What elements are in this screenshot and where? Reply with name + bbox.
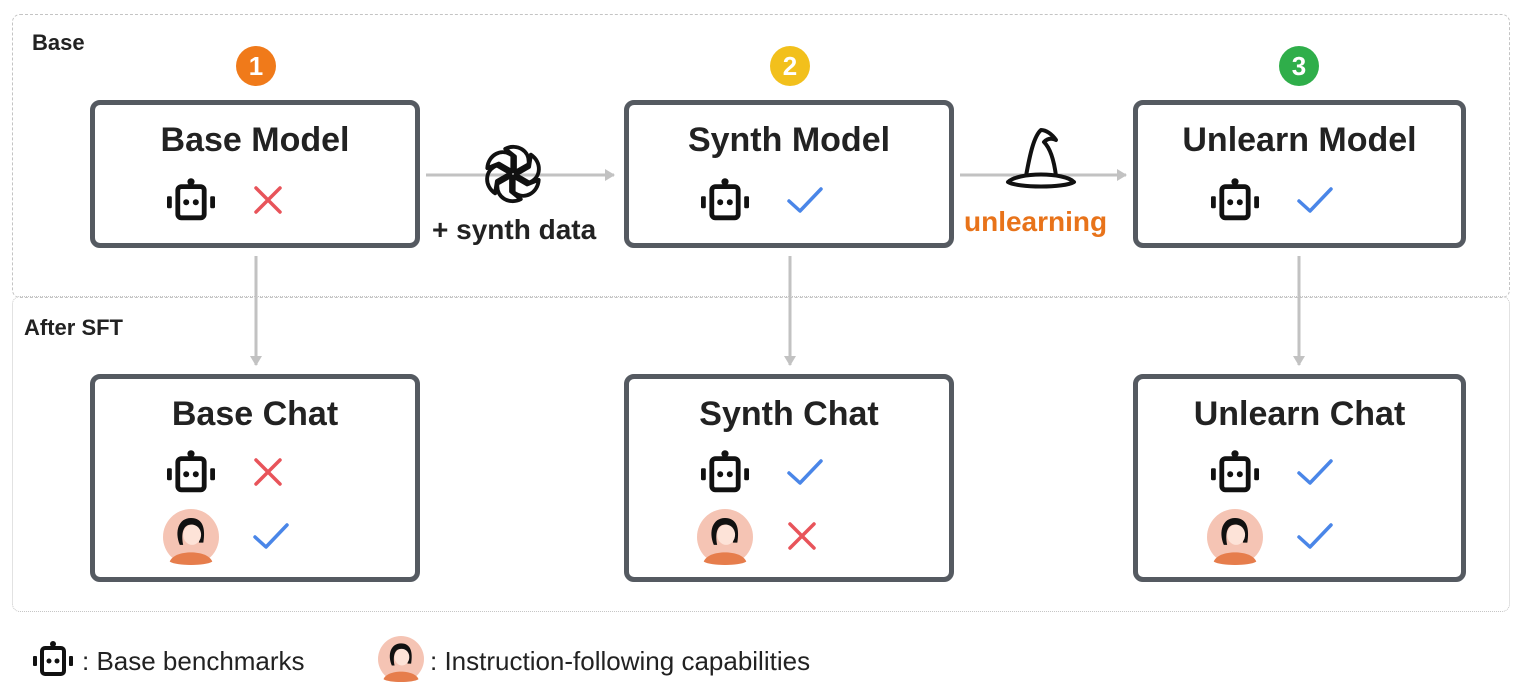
check-icon xyxy=(785,455,825,494)
robot-icon xyxy=(697,449,753,502)
step-badge-1: 1 xyxy=(236,46,276,86)
synth-chat-box: Synth Chat xyxy=(624,374,954,582)
check-icon xyxy=(1295,183,1335,222)
after-sft-region-label: After SFT xyxy=(24,315,123,340)
cross-icon xyxy=(785,519,819,558)
robot-icon xyxy=(163,449,219,502)
wizard-hat-icon xyxy=(1006,128,1076,189)
robot-icon xyxy=(1207,177,1263,230)
legend-person-text: : Instruction-following capabilities xyxy=(430,646,811,676)
legend-robot-text: : Base benchmarks xyxy=(82,646,305,676)
person-icon xyxy=(163,509,219,570)
robot-icon xyxy=(1207,449,1263,502)
box-title: Synth Model xyxy=(687,121,891,159)
base-region-label: Base xyxy=(32,30,85,55)
box-title: Unlearn Chat xyxy=(1193,395,1406,433)
base-region xyxy=(12,14,1510,298)
person-icon xyxy=(697,509,753,570)
box-title: Unlearn Model xyxy=(1182,121,1417,159)
legend-robot-icon xyxy=(33,641,73,676)
check-icon xyxy=(785,183,825,222)
base-model-box: Base Model xyxy=(90,100,420,248)
robot-icon xyxy=(163,177,219,230)
synth-data-label: + synth data xyxy=(432,214,597,245)
step-badge-2: 2 xyxy=(770,46,810,86)
cross-icon xyxy=(251,183,285,222)
after-sft-region xyxy=(12,296,1510,612)
unlearning-label: unlearning xyxy=(964,206,1108,237)
box-title: Synth Chat xyxy=(699,395,879,433)
unlearn-chat-box: Unlearn Chat xyxy=(1133,374,1466,582)
robot-icon xyxy=(697,177,753,230)
check-icon xyxy=(251,519,291,558)
person-icon xyxy=(1207,509,1263,570)
check-icon xyxy=(1295,519,1335,558)
check-icon xyxy=(1295,455,1335,494)
unlearn-model-box: Unlearn Model xyxy=(1133,100,1466,248)
cross-icon xyxy=(251,455,285,494)
openai-logo-icon xyxy=(485,144,541,204)
synth-model-box: Synth Model xyxy=(624,100,954,248)
base-chat-box: Base Chat xyxy=(90,374,420,582)
box-title: Base Model xyxy=(160,121,350,159)
legend-person-icon xyxy=(378,636,424,682)
box-title: Base Chat xyxy=(171,395,339,433)
step-badge-3: 3 xyxy=(1279,46,1319,86)
